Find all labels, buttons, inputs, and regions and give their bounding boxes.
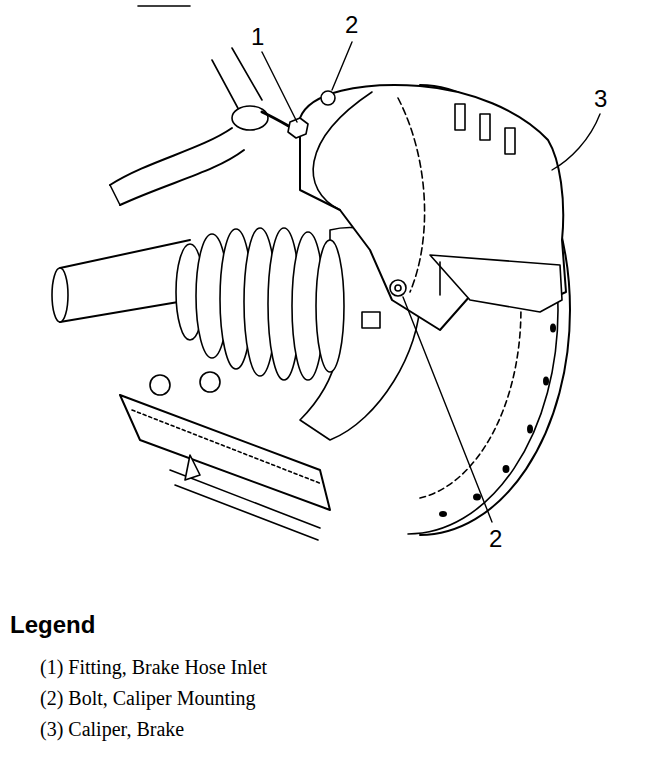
arm-body [120,395,330,510]
caliper-bracket [439,262,441,295]
legend-entry: (3) Caliper, Brake [40,714,267,745]
mounting-bolt [395,285,401,291]
caliper-slot [505,128,515,154]
callout-number: 3 [592,86,609,112]
mounting-bolt [390,280,406,296]
callout-number: 1 [249,24,266,50]
caliper-seam [398,98,425,292]
callout-number: 2 [343,12,360,38]
cv-boot [176,228,344,380]
arm-edge [110,185,120,205]
rotor-hole [473,494,481,501]
leader-line [332,42,352,90]
arm-edge [212,48,262,112]
brake-hose [262,112,292,128]
hose-fitting [288,118,308,138]
arm-bracket [185,455,200,480]
ball-joint [200,372,220,392]
leader-line [403,297,492,522]
mounting-bolt [321,91,335,105]
axle-shaft [60,240,190,322]
axle-shaft [52,268,68,322]
legend-entry: (1) Fitting, Brake Hose Inlet [40,652,267,683]
legend: (1) Fitting, Brake Hose Inlet(2) Bolt, C… [40,652,267,745]
rotor-hole [543,377,549,386]
arm-texture [132,410,322,484]
leader-lines [262,42,600,522]
stray-mark [138,5,190,7]
legend-heading: Legend [8,612,97,638]
callout-number: 2 [487,526,504,552]
arm-edge [120,150,244,205]
lower-control-arm [120,372,330,540]
rotor-hole [439,511,447,517]
arm-edge [110,128,232,185]
arm-edge [170,470,320,540]
caliper-bracket [430,255,562,312]
upper-control-arm [110,48,308,205]
knuckle-nut [362,312,380,328]
leader-line [262,52,297,122]
legend-entry: (2) Bolt, Caliper Mounting [40,683,267,714]
rotor-hole [503,465,510,473]
caliper-slot [455,104,465,130]
boot-rib [316,240,344,372]
caliper-slot [480,114,490,140]
ball-joint [150,375,170,395]
rotor-hole [527,425,533,434]
rotor-hole [550,324,556,333]
ball-joint [232,106,268,130]
leader-line [552,114,600,170]
caliper-housing [313,92,372,210]
